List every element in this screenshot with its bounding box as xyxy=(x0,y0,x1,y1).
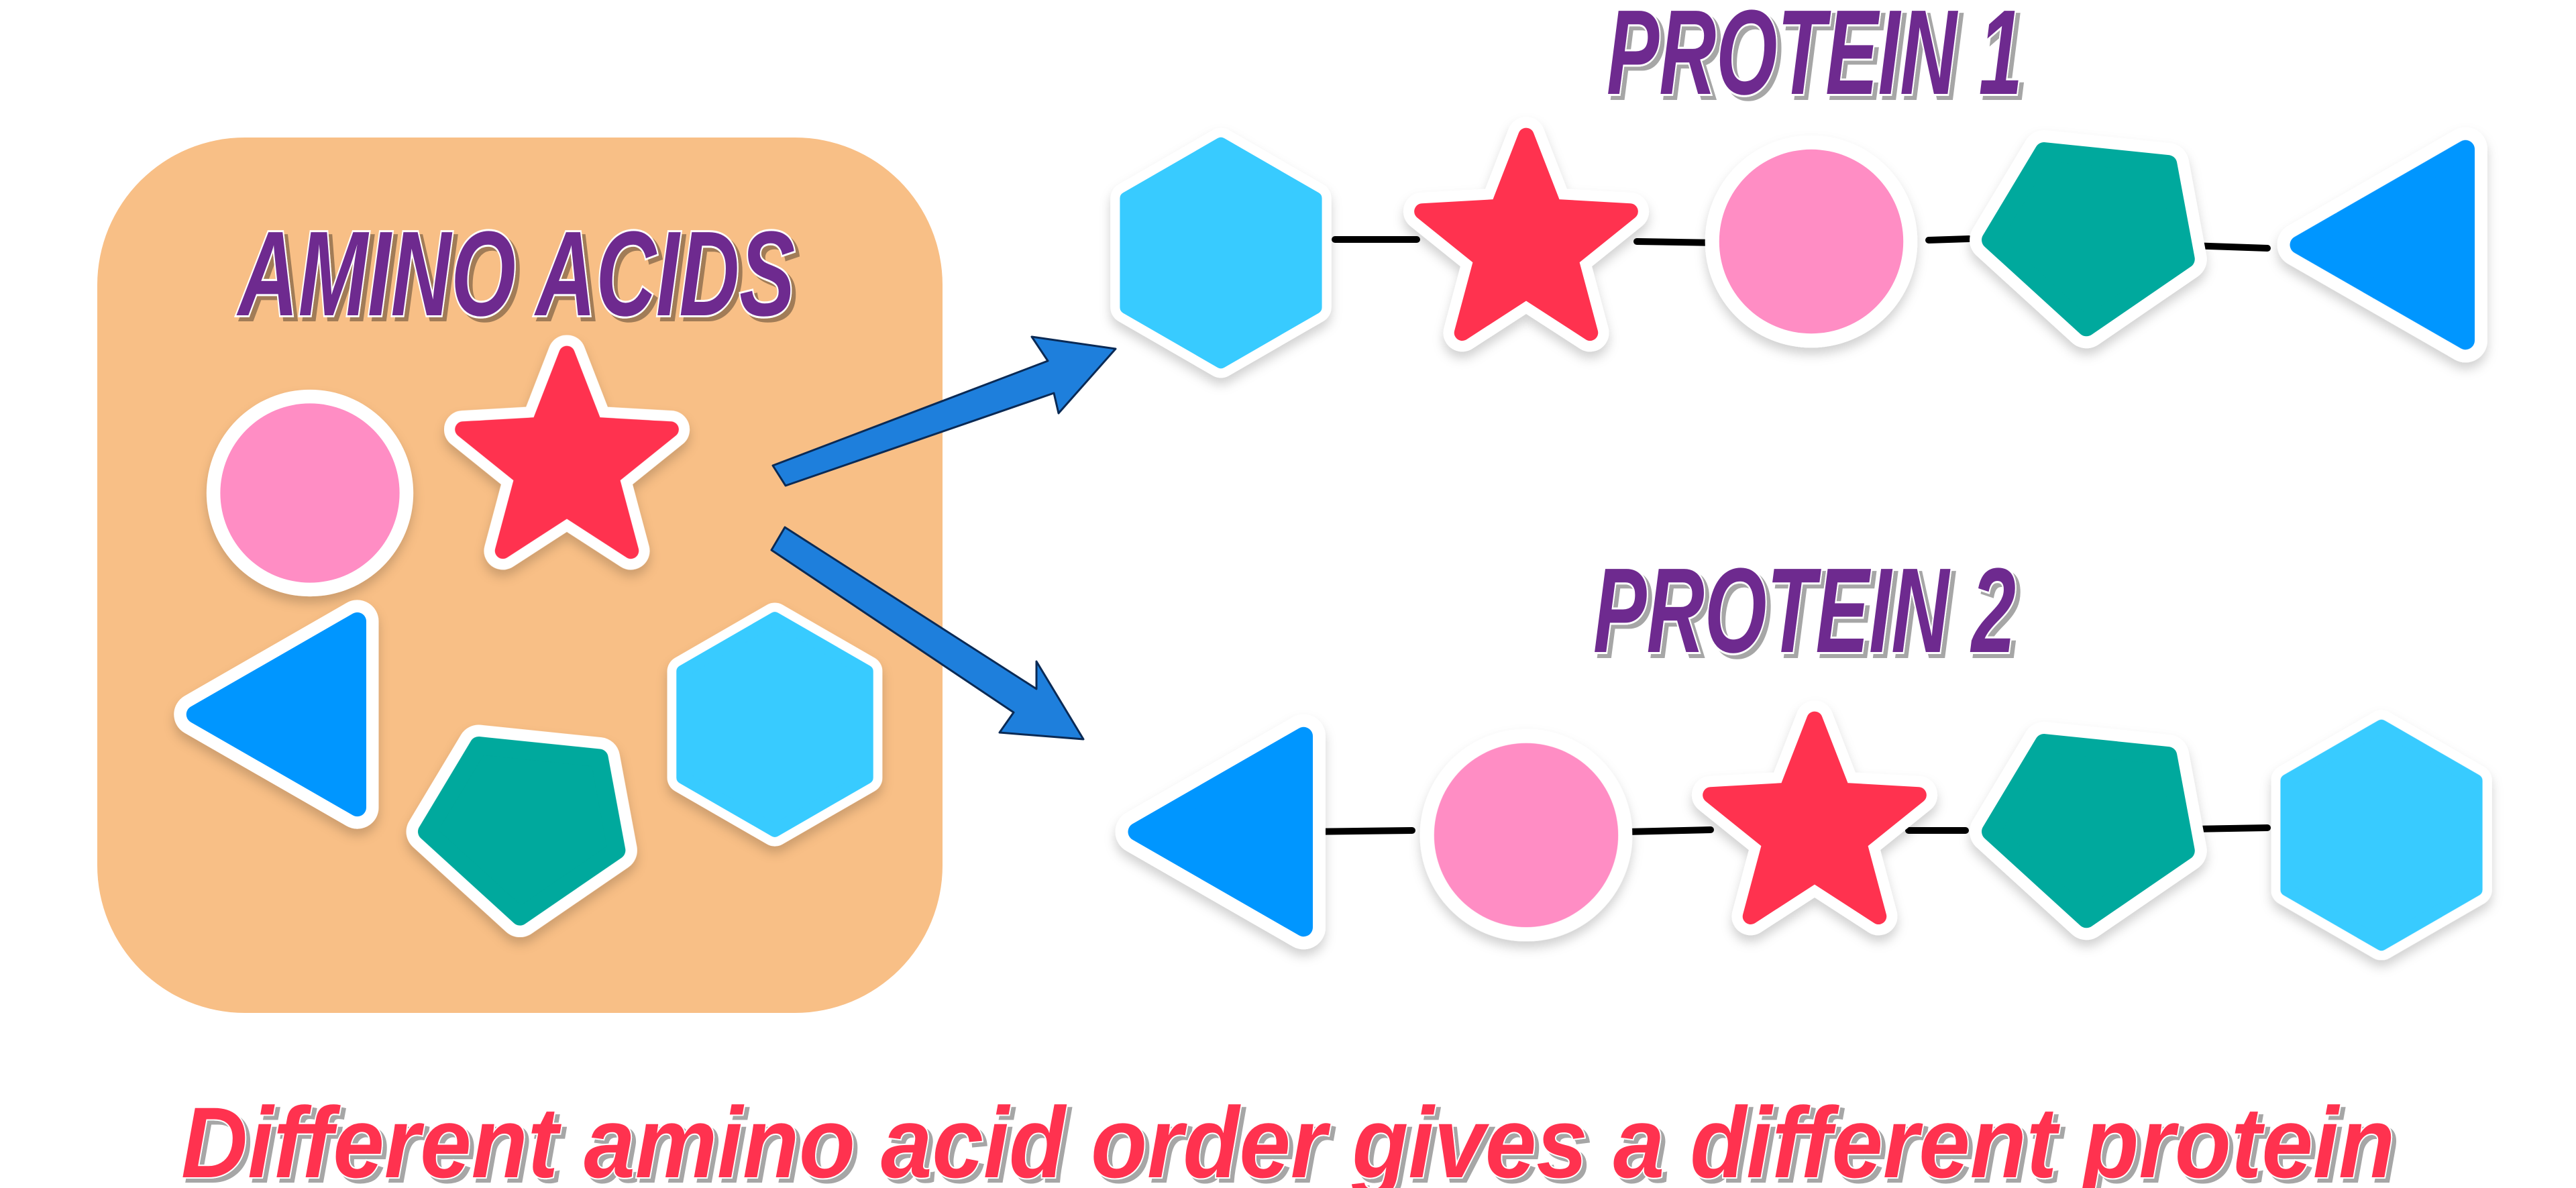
protein-1-circle-pink-icon xyxy=(1705,135,1918,348)
protein-2-pentagon-teal-icon xyxy=(1991,743,2186,919)
protein-2-title: PROTEIN 2 xyxy=(1593,543,2016,678)
protein-1-chain xyxy=(1332,235,2271,252)
protein-2-star-red-icon xyxy=(1711,720,1919,917)
caption: Different amino acid order gives a diffe… xyxy=(181,1086,2395,1188)
protein-1-triangle-blue-icon xyxy=(2299,150,2465,341)
protein-2-hexagon-cyan-icon xyxy=(2287,726,2476,944)
protein-2-triangle-blue-icon xyxy=(1137,737,1303,928)
protein-1-hexagon-cyan-icon xyxy=(1126,144,1316,362)
protein-2-chain xyxy=(1301,824,2271,835)
arrow-to-protein-2 xyxy=(770,526,1085,741)
hexagon-cyan-icon xyxy=(683,618,867,831)
protein-2-circle-pink-icon xyxy=(1419,728,1633,942)
circle-pink-icon xyxy=(206,389,414,597)
protein-1-title: PROTEIN 1 xyxy=(1607,0,2023,120)
protein-1-pentagon-teal-icon xyxy=(1991,152,2186,327)
amino-acids-title: AMINO ACIDS xyxy=(236,207,795,341)
protein-1-star-red-icon xyxy=(1422,136,1630,333)
arrow-to-protein-1 xyxy=(771,335,1117,487)
